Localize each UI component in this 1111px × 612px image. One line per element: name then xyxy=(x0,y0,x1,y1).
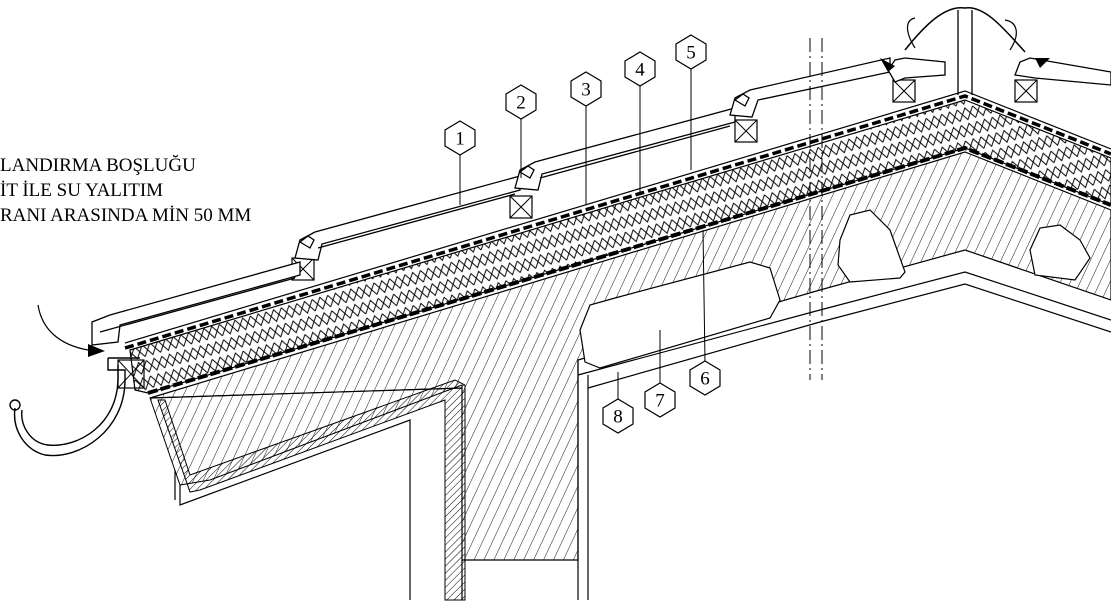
thermal-insulation xyxy=(129,99,1111,394)
membrane-upper xyxy=(124,90,1111,350)
callout-8: 8 xyxy=(602,398,634,434)
callout-1-label: 1 xyxy=(455,129,465,150)
ventilation-note: LANDIRMA BOŞLUĞU İT İLE SU YALITIM RANI … xyxy=(0,154,251,226)
note-line-1: LANDIRMA BOŞLUĞU xyxy=(0,154,196,176)
callout-3-label: 3 xyxy=(581,80,591,101)
callout-3: 3 xyxy=(570,71,602,107)
callout-5-label: 5 xyxy=(686,43,696,64)
battens xyxy=(117,79,1038,389)
break-line xyxy=(809,38,823,380)
callout-8-label: 8 xyxy=(613,407,623,428)
callout-1: 1 xyxy=(444,120,476,156)
leader-lines xyxy=(459,68,706,400)
callout-5: 5 xyxy=(675,34,707,70)
slab-voids xyxy=(579,209,1091,369)
gutter xyxy=(9,357,140,457)
note-line-3: RANI ARASINDA MİN 50 MM xyxy=(0,205,251,226)
callout-2-label: 2 xyxy=(516,93,526,114)
ridge-vent-arrows xyxy=(880,17,1050,72)
callout-6-label: 6 xyxy=(700,369,710,390)
callout-2: 2 xyxy=(505,84,537,120)
eave-vent-arrow xyxy=(37,304,105,357)
note-line-2: İT İLE SU YALITIM xyxy=(0,180,163,201)
callout-4: 4 xyxy=(624,51,656,87)
callout-6: 6 xyxy=(689,360,721,396)
wall-insulation-band xyxy=(157,379,466,601)
callout-7: 7 xyxy=(644,382,676,418)
wall-structure xyxy=(174,271,1111,600)
callout-4-label: 4 xyxy=(635,60,645,81)
callout-7-label: 7 xyxy=(655,391,665,412)
